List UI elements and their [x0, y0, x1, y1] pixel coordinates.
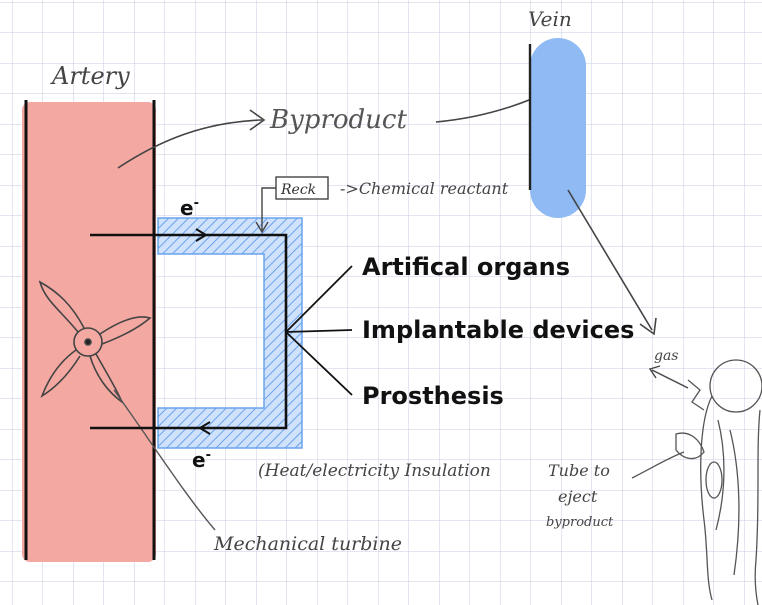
tube-leader-line — [631, 451, 685, 479]
byproduct-arrow-in — [117, 119, 263, 169]
mechanical-turbine-label: Mechanical turbine — [213, 533, 402, 555]
chemical-reactant-label: ->Chemical reactant — [340, 179, 509, 198]
application-branches — [285, 265, 353, 396]
electron-arrow-bottom — [198, 421, 211, 435]
insulation-label: (Heat/electricity Insulation — [258, 461, 491, 481]
byproduct-label: Byproduct — [269, 105, 407, 135]
tube-to-eject-label: Tube to eject byproduct — [546, 461, 615, 530]
byproduct-arrow-in-head — [249, 109, 266, 131]
artery-label: Artery — [50, 62, 130, 90]
gas-arrow — [651, 369, 689, 389]
reactor-feed-arrow — [255, 221, 269, 234]
gas-label: gas — [654, 348, 679, 364]
gas-arrow-head — [648, 365, 661, 379]
vein-label: Vein — [528, 7, 572, 31]
turbine-leader-line — [113, 389, 216, 531]
application-prosthesis: Prosthesis — [362, 382, 504, 410]
electron-top-label: e- — [180, 196, 199, 220]
vein-to-body-arrow — [567, 189, 653, 331]
application-artificial-organs: Artifical organs — [362, 253, 570, 281]
reactor-feed-line — [261, 187, 276, 230]
reactor-box-label: Reck — [280, 182, 316, 198]
electron-arrow-top — [195, 228, 208, 242]
electron-bottom-label: e- — [192, 448, 211, 472]
person-sketch-icon — [675, 359, 762, 605]
vein-to-body-arrow-head — [639, 317, 657, 336]
insulation-hatch — [157, 217, 303, 449]
vein-vessel — [530, 38, 586, 218]
application-implantable-devices: Implantable devices — [362, 316, 634, 344]
artery-vessel — [22, 102, 156, 562]
